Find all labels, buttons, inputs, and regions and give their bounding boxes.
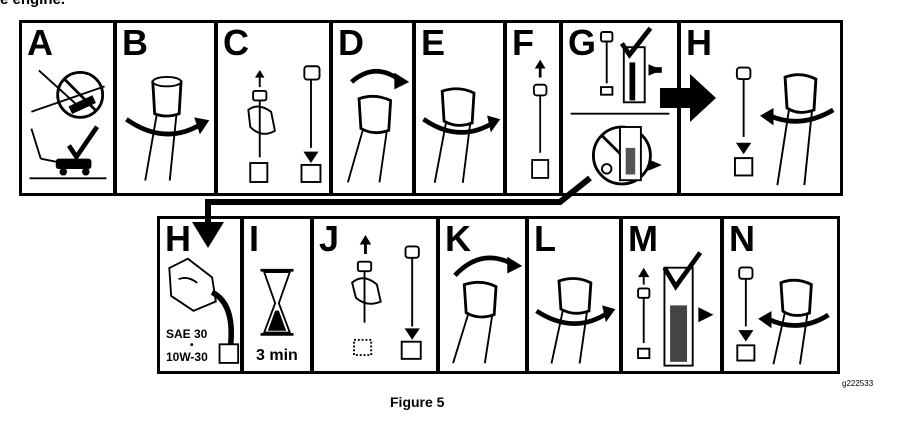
- panel-letter: M: [628, 218, 658, 259]
- panel-letter: G: [568, 22, 597, 63]
- panel-b: B: [114, 20, 217, 196]
- panel-f: F: [504, 20, 562, 196]
- level-ground-mower-icon: [29, 69, 107, 180]
- dipstick-tube-cap-turn-icon: [125, 75, 210, 181]
- panel-i: I 3 min: [241, 216, 313, 374]
- panel-letter: K: [445, 218, 471, 259]
- panel-j: J: [311, 216, 439, 374]
- panel-letter: C: [223, 22, 249, 63]
- figure-code: g222533: [842, 379, 874, 388]
- wait-time-label: 3 min: [256, 347, 298, 364]
- oil-grade-primary: SAE 30: [166, 327, 208, 341]
- pour-oil-icon: [168, 257, 240, 364]
- install-cap-turn-icon: [346, 68, 410, 183]
- panel-a: A: [19, 20, 116, 196]
- remove-cap-turn-icon: [422, 87, 501, 184]
- panel-letter: F: [512, 22, 534, 63]
- panel-letter: B: [122, 22, 148, 63]
- wipe-dipstick-icon: [247, 65, 322, 183]
- panel-h-bottom: H SAE 30 • 10W-30: [157, 216, 243, 374]
- figure-caption: Figure 5: [390, 394, 445, 410]
- panel-letter: A: [27, 22, 53, 63]
- panel-letter: J: [319, 218, 340, 259]
- oil-grade-alternate: 10W-30: [166, 350, 208, 364]
- panel-letter: N: [729, 218, 755, 259]
- panel-e: E: [413, 20, 506, 196]
- install-cap-again-icon: [452, 255, 523, 364]
- reinsert-dipstick-icon: [734, 66, 835, 186]
- panel-letter: L: [534, 218, 556, 259]
- panel-l: L: [526, 216, 622, 374]
- panel-letter: H: [686, 22, 712, 63]
- final-reinsert-dipstick-icon: [736, 266, 830, 365]
- panel-g: G: [560, 20, 680, 196]
- check-oil-level-icon: [570, 26, 670, 186]
- panel-n: N: [721, 216, 840, 374]
- panel-h-top: H: [678, 20, 843, 196]
- wipe-dipstick-again-icon: [351, 234, 422, 360]
- oil-grade-separator: •: [190, 340, 194, 351]
- panel-d: D: [330, 20, 415, 196]
- pull-dipstick-icon: [531, 59, 550, 179]
- panel-c: C: [215, 20, 332, 196]
- check-oil-level-again-icon: [637, 251, 714, 367]
- panel-letter: E: [421, 22, 446, 63]
- panel-letter: D: [338, 22, 364, 63]
- panel-m: M: [620, 216, 723, 374]
- hourglass-icon: [260, 268, 294, 336]
- panel-k: K: [437, 216, 528, 374]
- panel-letter: I: [249, 218, 260, 259]
- remove-cap-again-icon: [535, 277, 616, 364]
- section-heading-fragment: e engine.: [0, 0, 65, 8]
- panel-letter: H: [165, 218, 191, 259]
